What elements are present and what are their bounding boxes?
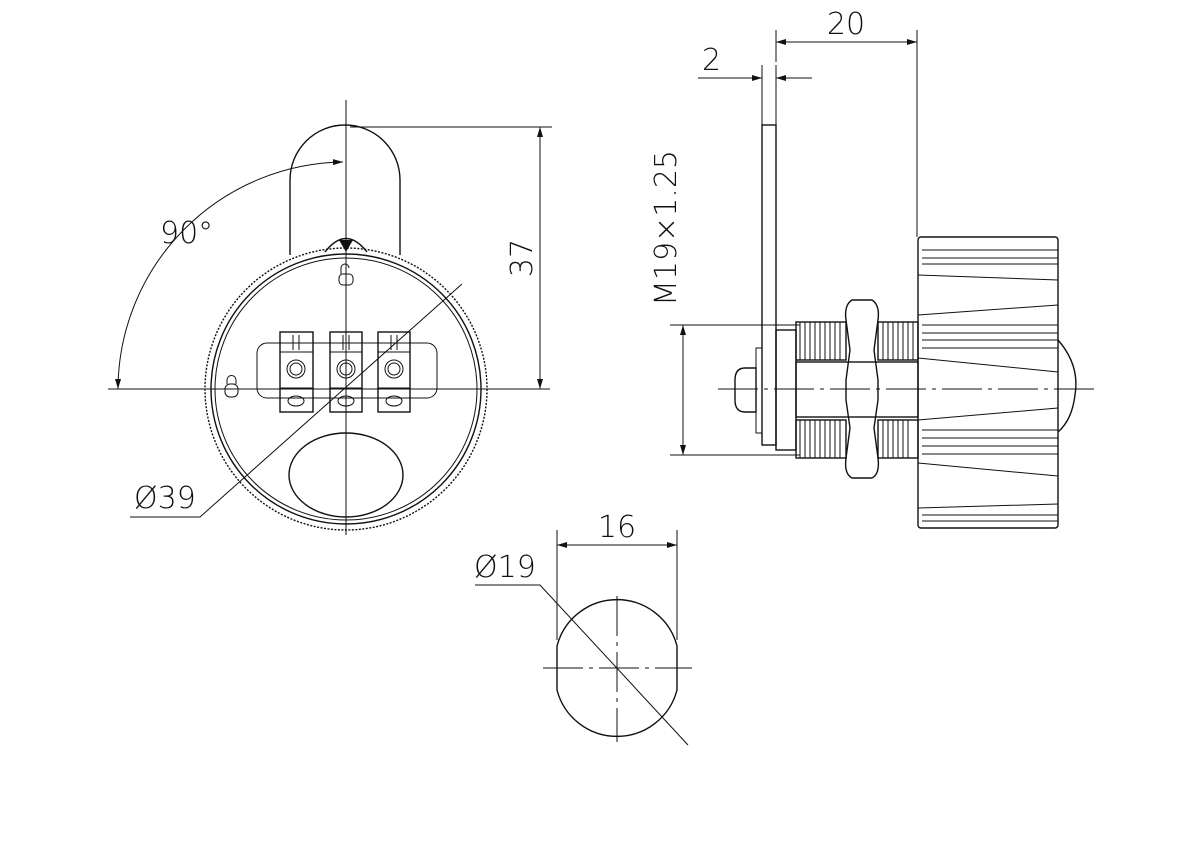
dim-19-label: Ø19	[474, 550, 536, 585]
cam-tip	[734, 367, 757, 413]
knob	[917, 236, 1059, 529]
cylinder-profile	[556, 599, 678, 737]
dim-39-label: Ø39	[134, 481, 196, 516]
dial-1[interactable]	[279, 331, 314, 413]
cam-plate	[761, 124, 777, 446]
knob-dome	[1057, 339, 1077, 433]
dim-16-label: 16	[598, 510, 636, 545]
dim-90-arc	[115, 159, 344, 390]
shackle	[289, 124, 401, 255]
combination-dials	[279, 331, 411, 413]
dim-20-label: 20	[827, 7, 865, 42]
dim-90-label: 90°	[160, 216, 213, 251]
front-view: 37 90° Ø39	[108, 100, 552, 535]
dim-19-leader	[475, 584, 689, 746]
knob-grip-lines	[917, 249, 1059, 522]
dim-thread-label: M19×1.25	[649, 150, 684, 306]
dim-37-label: 37	[505, 239, 540, 277]
hex-nut	[844, 299, 880, 479]
dim-39-leader	[130, 283, 463, 518]
lock-icon	[224, 375, 239, 398]
cylinder-profile-view: 16 Ø19	[474, 510, 692, 746]
dim-2-label: 2	[702, 43, 721, 78]
side-view: 2 20 M19×1.25	[649, 7, 1100, 529]
threads	[795, 321, 919, 459]
